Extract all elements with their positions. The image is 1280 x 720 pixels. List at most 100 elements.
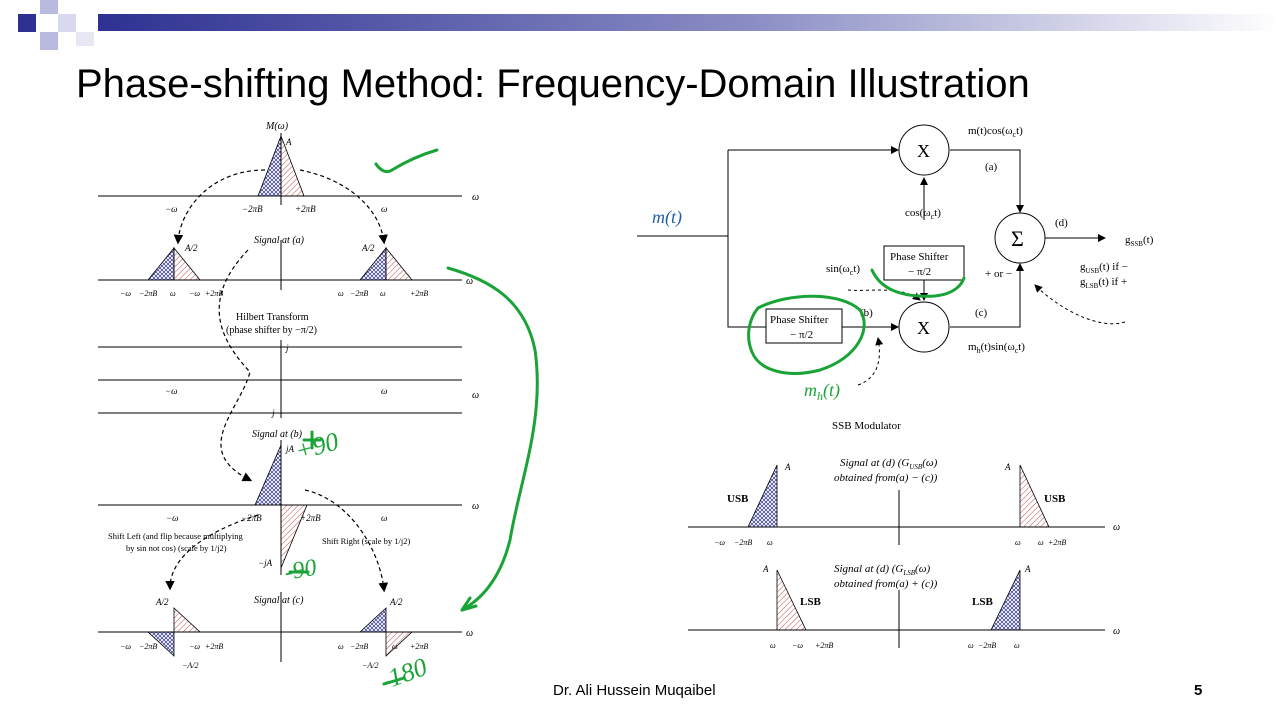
tick-b-4: ω — [381, 513, 387, 523]
g-ssb-t: (t) — [1143, 234, 1154, 246]
mh-out-csub: c — [1015, 346, 1019, 355]
usb-tick-1: −ω — [714, 538, 725, 547]
tick-neg-2pib: −2πB — [242, 204, 263, 214]
sin-in-sub: c — [850, 268, 854, 277]
sin-in-text: sin(ω — [826, 263, 850, 275]
usb-tick-4: ω — [1015, 538, 1021, 547]
lsb-a-right: A — [1024, 564, 1031, 574]
mh-out-close: t) — [1018, 341, 1025, 353]
usb-tick-6: +2πB — [1048, 538, 1066, 547]
mh-out-rest: (t)sin(ω — [981, 341, 1015, 353]
half-a-c-right: A/2 — [389, 597, 403, 607]
label-c: (c) — [975, 307, 988, 319]
peak-a-label: A — [285, 137, 292, 147]
ps-top-line1: Phase Shifter — [890, 251, 949, 263]
tick-c-6: −2πB — [350, 642, 368, 651]
tick-a-5: +2πB — [205, 289, 223, 298]
usb-if: (t) if − — [1099, 261, 1128, 273]
annotation-plus-90: +90 — [292, 427, 342, 466]
lsb-title-2: obtained from(a) + (c)) — [834, 578, 938, 590]
tick-a-6: ω — [338, 289, 344, 298]
signal-b-label: Signal at (b) — [252, 429, 303, 440]
svg-text:gSSB(t): gSSB(t) — [1125, 234, 1154, 248]
left-spectrum-figure: M(ω) A ω −ω −2πB +2πB ω Signal at (a) A/… — [98, 121, 479, 670]
svg-text:cos(ωct): cos(ωct) — [905, 207, 941, 221]
omega-axis-5: ω — [466, 628, 473, 639]
lsb-tick-6: ω — [1014, 641, 1020, 650]
tick-a-3: ω — [170, 289, 176, 298]
hilbert-line-2: (phase shifter by −π/2) — [226, 325, 317, 336]
tick-c-5: ω — [338, 642, 344, 651]
mult-top-x: X — [917, 141, 930, 161]
tick-c-1: −ω — [120, 642, 131, 651]
usb-right-label: USB — [1044, 493, 1066, 505]
lsb-g: g — [1080, 276, 1086, 288]
g-ssb-sub: SSB — [1131, 240, 1144, 248]
omega-axis-2: ω — [466, 276, 473, 287]
svg-text:m(t)cos(ωct): m(t)cos(ωct) — [968, 125, 1023, 139]
lsb-sub: LSB — [1086, 282, 1099, 290]
usb-tick-2: −2πB — [734, 538, 752, 547]
minus-half-a-left: −A/2 — [182, 661, 199, 670]
ps-top-line2: − π/2 — [908, 266, 931, 278]
usb-g: g — [1080, 261, 1086, 273]
usb-tick-3: ω — [767, 538, 773, 547]
multiplier-bottom — [898, 301, 950, 353]
lsb-tick-2: −ω — [792, 641, 803, 650]
tick-a-2: −2πB — [139, 289, 157, 298]
lsb-tick-5: −2πB — [978, 641, 996, 650]
svg-text:gLSB(t) if +: gLSB(t) if + — [1080, 276, 1127, 290]
label-a: (a) — [985, 161, 998, 173]
hilbert-line-1: Hilbert Transform — [236, 312, 309, 323]
tick-a-7: −2πB — [350, 289, 368, 298]
cos-in-text: cos(ω — [905, 207, 931, 219]
annotation-minus-180: -180 — [376, 652, 431, 696]
label-d: (d) — [1055, 217, 1068, 229]
mh-out-sub: h — [977, 346, 981, 355]
svg-text:mh(t)sin(ωct): mh(t)sin(ωct) — [968, 341, 1025, 355]
tick-c-7: ω — [392, 642, 398, 651]
usb-a-left: A — [784, 462, 791, 472]
phase-shifter-left — [765, 308, 843, 344]
sum-symbol: Σ — [1011, 226, 1024, 251]
half-a-c-left: A/2 — [155, 597, 169, 607]
tick-h-neg-wc: −ω — [165, 386, 177, 396]
svg-text:mh(t): mh(t) — [804, 380, 840, 403]
omega-axis-4: ω — [472, 501, 479, 512]
minus-j-label: −j — [266, 408, 275, 418]
tick-c-3: −ω — [189, 642, 200, 651]
ps-left-line1: Phase Shifter — [770, 314, 829, 326]
tick-neg-wc: −ω — [165, 204, 177, 214]
minus-ja-label: −jA — [258, 558, 273, 568]
tick-a-9: +2πB — [410, 289, 428, 298]
lsb-tick-4: ω — [968, 641, 974, 650]
header-decoration — [0, 0, 1280, 60]
svg-text:gUSB(t) if −: gUSB(t) if − — [1080, 261, 1128, 275]
tick-a-4: −ω — [189, 289, 200, 298]
signal-c-label: Signal at (c) — [254, 595, 304, 606]
page-title: Phase-shifting Method: Frequency-Domain … — [76, 62, 1030, 106]
mh-t-close: (t) — [823, 380, 840, 401]
annotation-minus-90: -90 — [283, 555, 319, 586]
mult-bottom-x: X — [917, 318, 930, 338]
usb-left-label: USB — [727, 493, 749, 505]
omega-axis-3: ω — [472, 390, 479, 401]
out-a-sub: c — [1013, 130, 1017, 139]
half-a-left: A/2 — [184, 243, 198, 253]
tick-b-1: −ω — [166, 513, 178, 523]
tick-a-1: −ω — [120, 289, 131, 298]
shift-left-1: Shift Left (and flip because multiplying — [108, 531, 244, 541]
usb-a-right: A — [1004, 462, 1011, 472]
g-ssb-g: g — [1125, 234, 1131, 246]
multiplier-top — [898, 124, 950, 176]
plus-or-minus: + or − — [985, 268, 1012, 280]
mh-t-m: m — [804, 380, 817, 400]
tick-c-2: −2πB — [139, 642, 157, 651]
mh-t-sub: h — [817, 389, 823, 403]
ssb-modulator-diagram: X X Σ m(t) m(t)cos(ωct) (a) cos(ωct) Pha… — [637, 124, 1154, 432]
tick-pos-2pib: +2πB — [295, 204, 316, 214]
omega-axis-1: ω — [472, 192, 479, 203]
m-omega-label: M(ω) — [265, 121, 289, 132]
tick-b-3: +2πB — [300, 513, 321, 523]
